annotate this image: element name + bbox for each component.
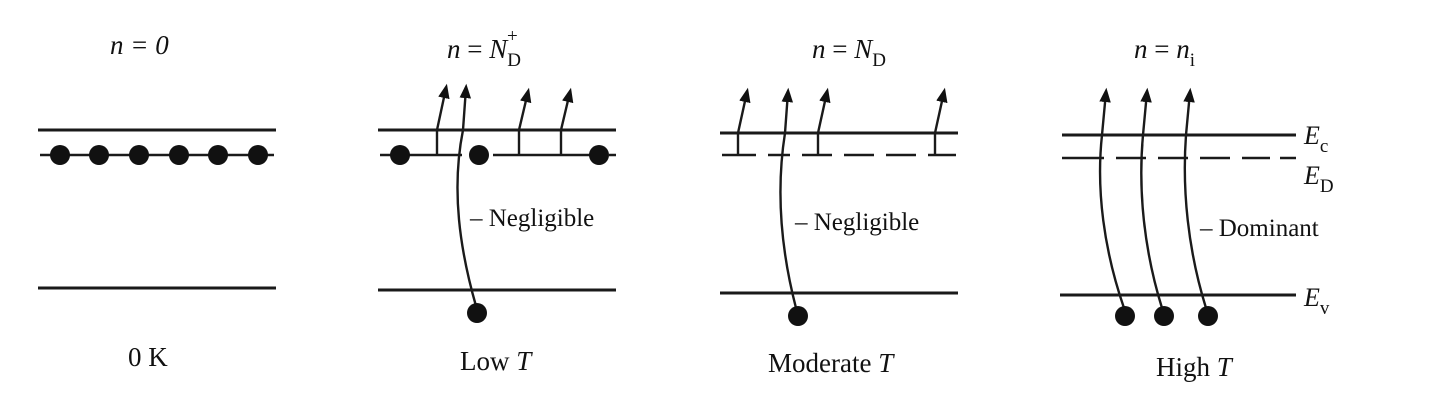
- ionized-donor-transitions: [435, 83, 574, 155]
- conduction-band-label: Ec: [1303, 121, 1328, 157]
- panel-0k: n = 0 0 K: [38, 30, 276, 372]
- donor-electron: [89, 145, 109, 165]
- donor-electron: [589, 145, 609, 165]
- donor-electron: [248, 145, 268, 165]
- donor-electron: [129, 145, 149, 165]
- excitation-arrow: [736, 87, 751, 134]
- donor-electrons: [390, 145, 609, 165]
- panel-high-t-temperature: High T: [1156, 352, 1234, 382]
- donor-electron: [50, 145, 70, 165]
- excitation-arrow: [559, 87, 574, 131]
- excitation-arrow: [517, 87, 532, 131]
- panel-moderate-t: n = ND – Negligible Moderate T: [720, 34, 958, 378]
- donor-electron: [469, 145, 489, 165]
- panel-high-t-condition: n = ni: [1134, 34, 1195, 71]
- panel-0k-condition: n = 0: [110, 30, 169, 60]
- valence-electron: [1154, 306, 1174, 326]
- intrinsic-contribution-note: – Negligible: [469, 205, 594, 232]
- donor-electron: [208, 145, 228, 165]
- panel-low-t-condition: n = ND+: [447, 26, 521, 71]
- donor-electron: [390, 145, 410, 165]
- donor-level-label: ED: [1303, 161, 1334, 197]
- panel-0k-temperature: 0 K: [128, 342, 168, 372]
- intrinsic-contribution-note: – Negligible: [794, 209, 919, 236]
- panel-high-t: n = ni – Dominant High T Ec ED Ev: [1060, 34, 1334, 382]
- valence-excitation-arrow: [1183, 87, 1208, 309]
- donor-electrons: [50, 145, 268, 165]
- excitation-arrow: [816, 87, 831, 134]
- panel-moderate-t-temperature: Moderate T: [768, 348, 895, 378]
- panel-low-t: n = ND+ – Negligible Low T: [378, 26, 616, 376]
- intrinsic-contribution-note: – Dominant: [1199, 215, 1319, 242]
- valence-excitation-arrow: [456, 83, 478, 307]
- panel-moderate-t-condition: n = ND: [812, 34, 886, 71]
- excitation-arrow: [933, 87, 948, 134]
- valence-electron: [467, 303, 487, 323]
- excitation-arrow: [435, 83, 450, 131]
- valence-electron: [1198, 306, 1218, 326]
- valence-excitation-arrow: [1140, 87, 1164, 309]
- ionized-donor-transitions: [736, 87, 948, 155]
- panel-low-t-temperature: Low T: [460, 346, 533, 376]
- valence-electron: [1115, 306, 1135, 326]
- donor-electron: [169, 145, 189, 165]
- valence-excitation-arrow: [779, 87, 798, 309]
- valence-band-label: Ev: [1303, 283, 1330, 319]
- valence-excitation-arrow: [1098, 87, 1126, 309]
- valence-electron: [788, 306, 808, 326]
